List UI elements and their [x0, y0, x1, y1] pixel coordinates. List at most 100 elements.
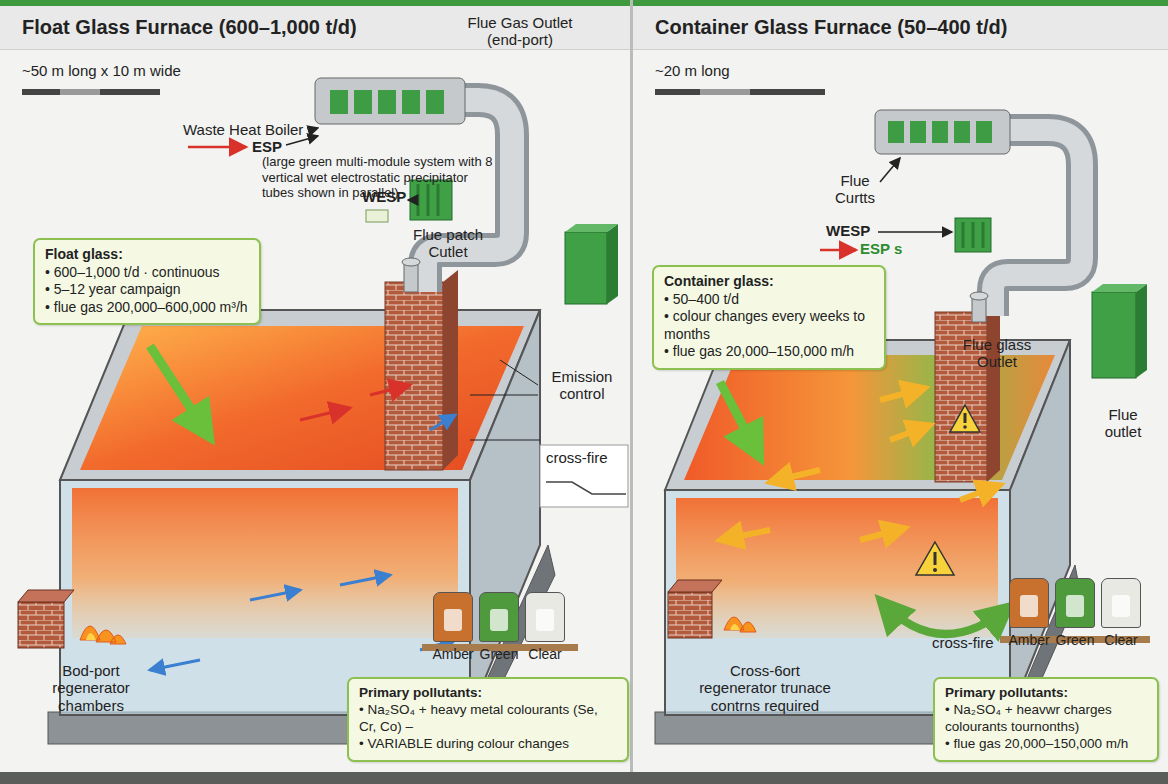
text-label: WESP: [826, 222, 876, 239]
container-furnace: [720, 530, 770, 540]
box-line: • 50–400 t/d: [664, 291, 874, 309]
container-furnace: [676, 498, 998, 638]
text-label: ESP: [252, 138, 292, 155]
box-line: • Na₂SO₄ + heavy metal colourants (Se, C…: [359, 702, 617, 736]
text-label: Bod-port regenerator chambers: [30, 662, 152, 714]
text-label: cross-fire: [932, 634, 1012, 651]
leader-arrows: [150, 128, 628, 651]
box-heading: Float glass:: [45, 246, 249, 264]
bag-window: [444, 609, 462, 631]
container-furnace: [950, 405, 980, 432]
container-furnace: [916, 542, 954, 575]
bag-swatch: [479, 592, 519, 642]
leader-arrows: [408, 199, 412, 201]
bag-window: [1066, 595, 1084, 617]
box-line: • Na₂SO₄ + heavwr charges colourants tou…: [945, 702, 1147, 736]
flue-duct: [354, 90, 372, 114]
box-heading: Container glass:: [664, 273, 874, 291]
box-line: • 600–1,000 t/d · continuous: [45, 264, 249, 282]
legend-item: Green: [1052, 578, 1098, 648]
legend-text: Amber: [1006, 632, 1052, 648]
box-heading: Float Glass Furnace (600–1,000 t/d): [22, 16, 357, 39]
text-label: Flue glass Outlet: [952, 336, 1042, 371]
text-label: Waste Heat Boiler: [183, 121, 313, 138]
flue-duct: [1136, 284, 1147, 378]
flue-duct: [418, 184, 438, 216]
bag-window: [490, 609, 508, 631]
flue-duct: [330, 90, 348, 114]
bag-window: [536, 609, 554, 631]
text-label: Flue Gas Outlet (end-port): [452, 14, 588, 49]
flue-duct: [880, 130, 1082, 316]
flue-duct: [976, 121, 992, 143]
flue-duct: [410, 180, 452, 220]
flue-duct: [888, 121, 904, 143]
flue-duct: [366, 210, 388, 222]
text-label: Flue patch Cutlet: [398, 226, 498, 261]
info-callout: Container glass:• 50–400 t/d• colour cha…: [652, 265, 886, 370]
text-label: cross-fire: [546, 449, 626, 466]
text-label: Flue outlet: [1090, 406, 1156, 441]
leader-arrows: [878, 231, 952, 233]
container-furnace: [890, 425, 930, 440]
bag-swatch: [525, 592, 565, 642]
container-furnace: [860, 528, 905, 540]
box-line: • flue gas 200,000–600,000 m³/h: [45, 299, 249, 317]
float-furnace: [340, 575, 390, 585]
pollutant-box: Primary pollutants:• Na₂SO₄ + heavy meta…: [347, 677, 629, 762]
float-furnace: [72, 488, 458, 638]
bag-swatch: [433, 592, 473, 642]
container-furnace: [668, 580, 722, 592]
leader-arrows: [150, 346, 210, 438]
box-heading: Container Glass Furnace (50–400 t/d): [655, 16, 1007, 39]
box-line: • VARIABLE during colour changes: [359, 736, 617, 753]
scale-bar: [60, 89, 100, 95]
text-label: Emission control: [538, 368, 626, 403]
text-label: WESP: [362, 188, 412, 205]
float-furnace: [18, 590, 74, 602]
flue-duct: [1092, 284, 1147, 292]
legend-text: Green: [476, 646, 522, 662]
leader-arrows: [720, 158, 1150, 643]
leader-arrows: [540, 445, 628, 507]
text-label: Flue Curtts: [826, 172, 884, 207]
float-furnace: [385, 282, 443, 470]
flue-duct: [565, 232, 607, 304]
bag-swatch: [1055, 578, 1095, 628]
legend-text: Clear: [522, 646, 568, 662]
box-line: • 5–12 year campaign: [45, 281, 249, 299]
text-label: ESP s: [860, 240, 920, 257]
flue-duct: [1092, 292, 1136, 378]
float-furnace: [370, 385, 410, 395]
float-furnace: [150, 660, 200, 670]
bag-swatch: [1101, 578, 1141, 628]
box-heading: Primary pollutants:: [945, 685, 1147, 702]
flue-duct: [565, 224, 618, 232]
box-line: • flue gas 20,000–150,000 m/h: [945, 736, 1147, 753]
flue-duct: [402, 90, 420, 114]
float-furnace: [86, 633, 96, 640]
container-furnace: [880, 388, 925, 400]
flue-duct: [880, 130, 1082, 316]
float-furnace: [430, 415, 455, 430]
bag-swatch: [1009, 578, 1049, 628]
scale-bar: [655, 89, 825, 95]
legend-text: Amber: [430, 646, 476, 662]
flue-duct: [607, 224, 618, 304]
container-furnace: [668, 592, 712, 638]
float-furnace: [443, 270, 458, 470]
flue-duct: [963, 222, 983, 248]
container-furnace: [730, 624, 740, 630]
legend-item: Green: [476, 592, 522, 662]
box-line: • flue gas 20,000–150,000 m/h: [664, 343, 874, 361]
page-frame: [630, 0, 633, 772]
legend-item: Clear: [1098, 578, 1144, 648]
text-label: ~50 m long x 10 m wide: [22, 62, 262, 79]
flue-duct: [315, 78, 465, 124]
legend-text: Green: [1052, 632, 1098, 648]
bag-window: [1112, 595, 1130, 617]
flue-duct: [954, 121, 970, 143]
flue-duct: [426, 90, 444, 114]
container-furnace: [1010, 340, 1070, 715]
